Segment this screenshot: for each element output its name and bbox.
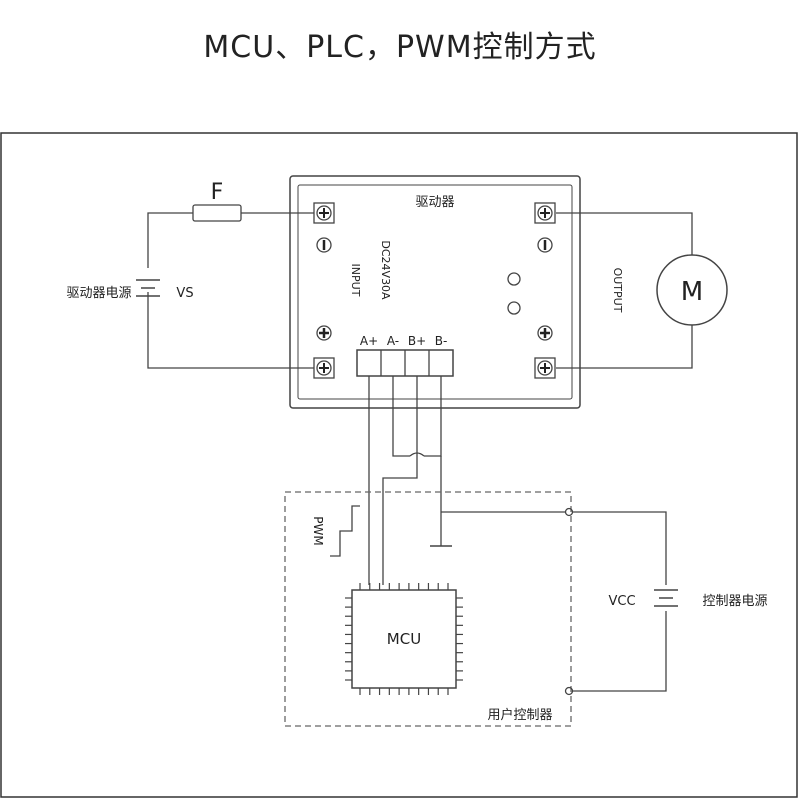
pwm-waveform [330, 505, 360, 557]
motor-wire-top [556, 212, 693, 255]
led-indicator [507, 301, 521, 315]
wire-b-minus [424, 376, 442, 457]
fuse [192, 204, 242, 222]
terminal-label: A+ [360, 334, 378, 348]
controller-power-name: 控制器电源 [702, 594, 767, 609]
page-title: MCU、PLC，PWM控制方式 [203, 30, 597, 65]
vs-negative-wire [147, 290, 314, 369]
terminal-screw [534, 357, 556, 379]
terminal-label: B- [435, 334, 448, 348]
mcu-label: MCU [387, 630, 421, 648]
terminal-label: B+ [408, 334, 426, 348]
wire-a-minus [392, 376, 410, 457]
input-label: INPUT [349, 264, 362, 297]
terminal-screw [313, 357, 335, 379]
minus-polarity-icon [537, 237, 553, 253]
controller-power-battery [654, 589, 678, 607]
driver-rating: DC24V30A [379, 240, 392, 300]
user-controller-region [284, 491, 572, 727]
outer-frame [0, 132, 798, 798]
driver-name: 驱动器 [415, 195, 454, 210]
terminal-screw [534, 202, 556, 224]
output-label: OUTPUT [611, 268, 624, 313]
motor [656, 254, 728, 326]
terminal-screw [313, 202, 335, 224]
plus-polarity-icon [537, 325, 553, 341]
motor-wire-bottom [556, 325, 693, 369]
motor-label: M [681, 277, 703, 307]
plus-polarity-icon [316, 325, 332, 341]
minus-polarity-icon [316, 237, 332, 253]
fuse-label: F [211, 180, 224, 205]
wire-b-plus [382, 376, 418, 585]
terminal-label: A- [387, 334, 399, 348]
user-controller-label: 用户控制器 [487, 707, 552, 723]
driver-power-battery [134, 268, 162, 297]
driver-power-name: 驱动器电源 [66, 286, 131, 301]
signal-terminal-block [356, 349, 454, 377]
driver-power-voltage: VS [176, 286, 193, 301]
mcu-chip [351, 589, 457, 689]
led-indicator [507, 272, 521, 286]
driver-box [289, 175, 581, 409]
pwm-label: PWM [311, 516, 325, 545]
vs-positive-wire [147, 212, 193, 290]
controller-power-voltage: VCC [608, 594, 635, 609]
